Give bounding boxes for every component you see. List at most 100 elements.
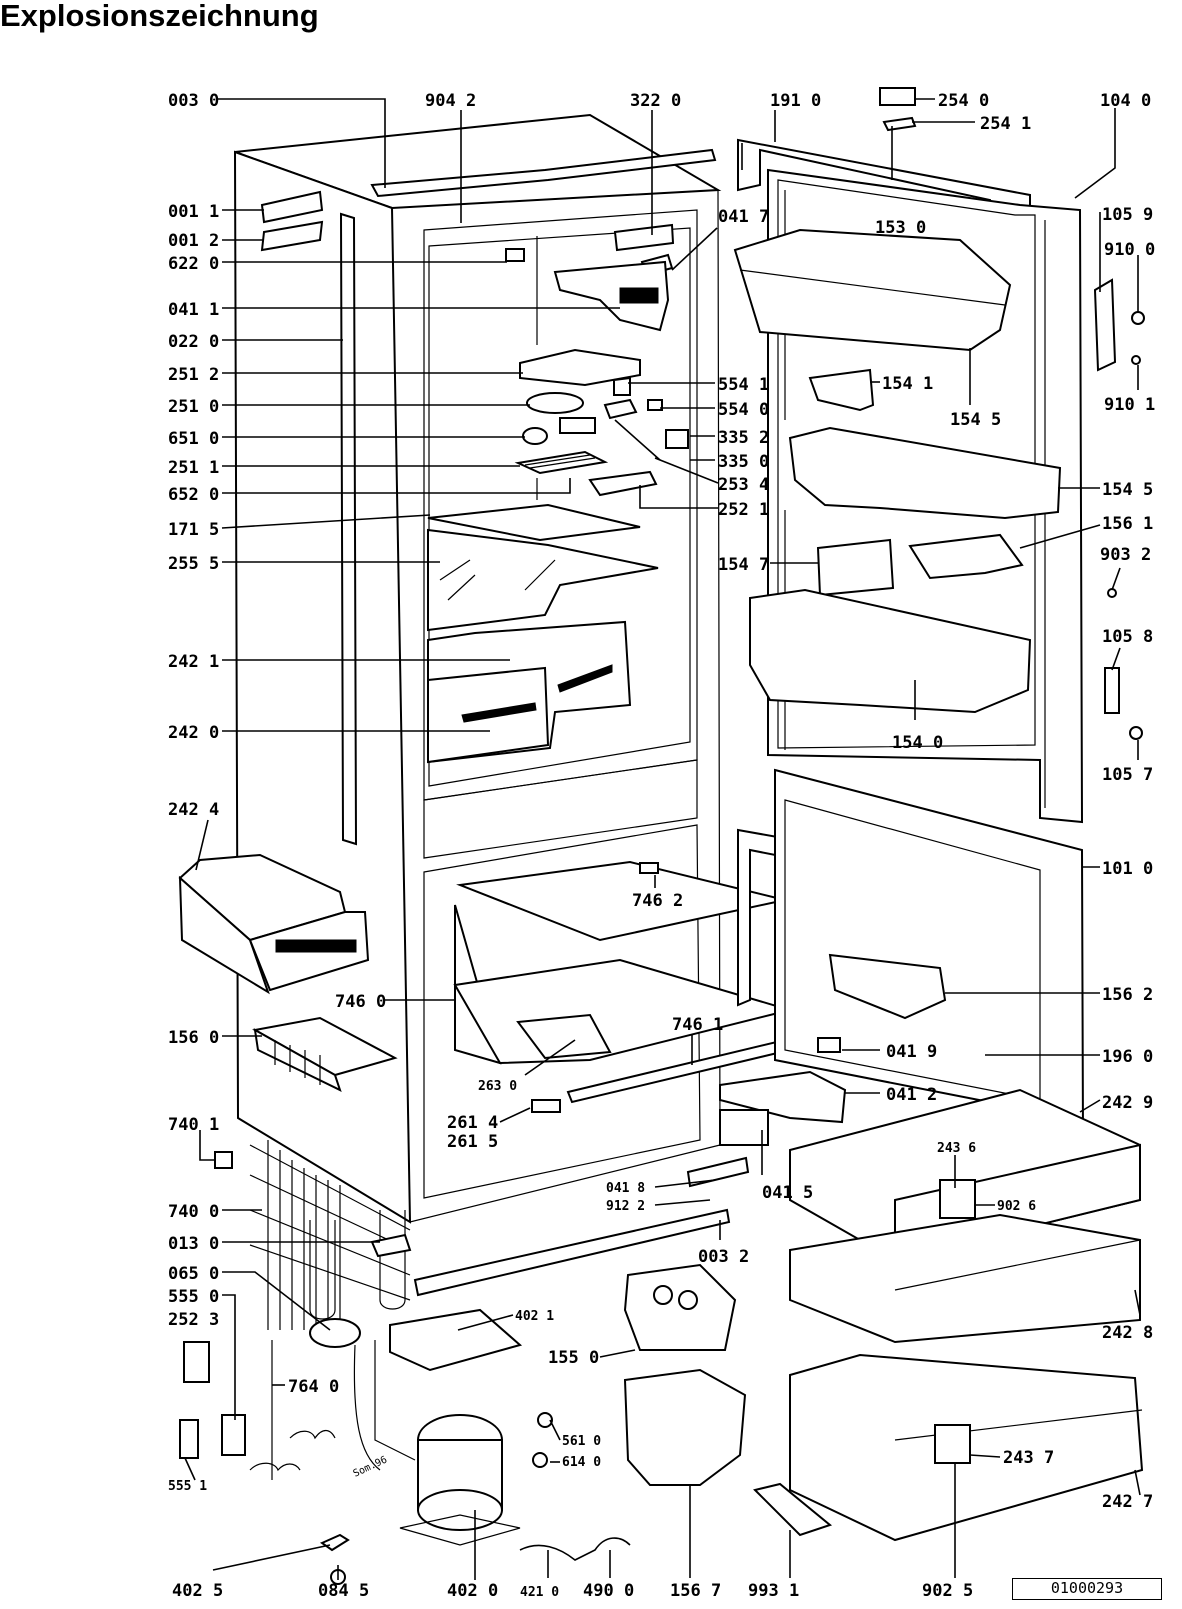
label-402-1: 402 1 [515, 1309, 554, 1324]
label-243-7: 243 7 [1003, 1448, 1054, 1468]
label-242-8: 242 8 [1102, 1323, 1153, 1343]
freezer-shelves [453, 860, 794, 1113]
label-261-5: 261 5 [447, 1132, 498, 1152]
light-assembly [514, 348, 689, 497]
label-101-0: 101 0 [1102, 859, 1153, 879]
label-651-0: 651 0 [168, 429, 219, 449]
label-001-1: 001 1 [168, 202, 219, 222]
label-041-8: 041 8 [606, 1181, 645, 1196]
label-554-0: 554 0 [718, 400, 769, 420]
label-252-3: 252 3 [168, 1310, 219, 1330]
label-746-2: 746 2 [632, 891, 683, 911]
page-title: Explosionszeichnung [0, 0, 319, 33]
label-912-2: 912 2 [606, 1199, 645, 1214]
label-154-7: 154 7 [718, 555, 769, 575]
ice-cube-tray [252, 1016, 398, 1092]
label-251-2: 251 2 [168, 365, 219, 385]
label-041-1: 041 1 [168, 300, 219, 320]
label-156-1: 156 1 [1102, 514, 1153, 534]
label-335-0: 335 0 [718, 452, 769, 472]
label-903-2: 903 2 [1100, 545, 1151, 565]
label-196-0: 196 0 [1102, 1047, 1153, 1067]
label-105-7: 105 7 [1102, 765, 1153, 785]
label-242-9: 242 9 [1102, 1093, 1153, 1113]
label-155-0: 155 0 [548, 1348, 599, 1368]
label-263-0: 263 0 [478, 1079, 517, 1094]
freezer-drawers [789, 1088, 1144, 1542]
document-number: 01000293 [1012, 1578, 1162, 1600]
label-490-0: 490 0 [583, 1581, 634, 1601]
label-251-0: 251 0 [168, 397, 219, 417]
label-652-0: 652 0 [168, 485, 219, 505]
label-335-2: 335 2 [718, 428, 769, 448]
label-105-8: 105 8 [1102, 627, 1153, 647]
label-156-2: 156 2 [1102, 985, 1153, 1005]
label-740-0: 740 0 [168, 1202, 219, 1222]
label-561-0: 561 0 [562, 1434, 601, 1449]
label-555-1: 555 1 [168, 1479, 207, 1494]
label-154-0: 154 0 [892, 733, 943, 753]
bottom-components [179, 1070, 847, 1585]
label-554-1: 554 1 [718, 375, 769, 395]
label-013-0: 013 0 [168, 1234, 219, 1254]
label-253-4: 253 4 [718, 475, 769, 495]
label-041-9: 041 9 [886, 1042, 937, 1062]
label-041-5: 041 5 [762, 1183, 813, 1203]
label-104-0: 104 0 [1100, 91, 1151, 111]
label-421-0: 421 0 [520, 1585, 559, 1600]
label-242-1: 242 1 [168, 652, 219, 672]
label-254-1: 254 1 [980, 114, 1031, 134]
door-bins [733, 87, 1145, 740]
label-993-1: 993 1 [748, 1581, 799, 1601]
label-255-5: 255 5 [168, 554, 219, 574]
label-022-0: 022 0 [168, 332, 219, 352]
label-243-6: 243 6 [937, 1141, 976, 1156]
label-065-0: 065 0 [168, 1264, 219, 1284]
label-254-0: 254 0 [938, 91, 989, 111]
label-154-1: 154 1 [882, 374, 933, 394]
label-252-1: 252 1 [718, 500, 769, 520]
label-902-6: 902 6 [997, 1199, 1036, 1214]
label-242-4: 242 4 [168, 800, 219, 820]
label-154-5-upper: 154 5 [950, 410, 1001, 430]
label-402-5: 402 5 [172, 1581, 223, 1601]
condenser-grid [249, 1140, 411, 1330]
label-156-7: 156 7 [670, 1581, 721, 1601]
label-402-0: 402 0 [447, 1581, 498, 1601]
label-614-0: 614 0 [562, 1455, 601, 1470]
label-764-0: 764 0 [288, 1377, 339, 1397]
label-746-0: 746 0 [335, 992, 386, 1012]
label-902-5: 902 5 [922, 1581, 973, 1601]
label-003-0-top: 003 0 [168, 91, 219, 111]
label-740-1: 740 1 [168, 1115, 219, 1135]
label-746-1: 746 1 [672, 1015, 723, 1035]
label-622-0: 622 0 [168, 254, 219, 274]
label-904-2: 904 2 [425, 91, 476, 111]
evaporator-thermostat-bracket [553, 260, 670, 332]
ice-maker-drawer [178, 853, 370, 995]
leader-lines [184, 98, 1141, 1580]
crisper-drawers-fridge [427, 620, 632, 764]
label-322-0: 322 0 [630, 91, 681, 111]
artwork-mark: Som.96 [352, 1454, 389, 1479]
label-910-1: 910 1 [1104, 395, 1155, 415]
label-154-5-right: 154 5 [1102, 480, 1153, 500]
label-191-0: 191 0 [770, 91, 821, 111]
label-171-5: 171 5 [168, 520, 219, 540]
label-001-2: 001 2 [168, 231, 219, 251]
label-242-0: 242 0 [168, 723, 219, 743]
label-261-4: 261 4 [447, 1113, 498, 1133]
label-910-0: 910 0 [1104, 240, 1155, 260]
label-003-2: 003 2 [698, 1247, 749, 1267]
label-555-0: 555 0 [168, 1287, 219, 1307]
label-084-5: 084 5 [318, 1581, 369, 1601]
label-251-1: 251 1 [168, 458, 219, 478]
label-041-7: 041 7 [718, 207, 769, 227]
label-041-2: 041 2 [886, 1085, 937, 1105]
label-105-9: 105 9 [1102, 205, 1153, 225]
glass-shelf [427, 503, 659, 632]
label-153-0: 153 0 [875, 218, 926, 238]
label-242-7: 242 7 [1102, 1492, 1153, 1512]
part-labels: 003 0 904 2 322 0 191 0 254 0 254 1 104 … [168, 91, 1155, 1601]
